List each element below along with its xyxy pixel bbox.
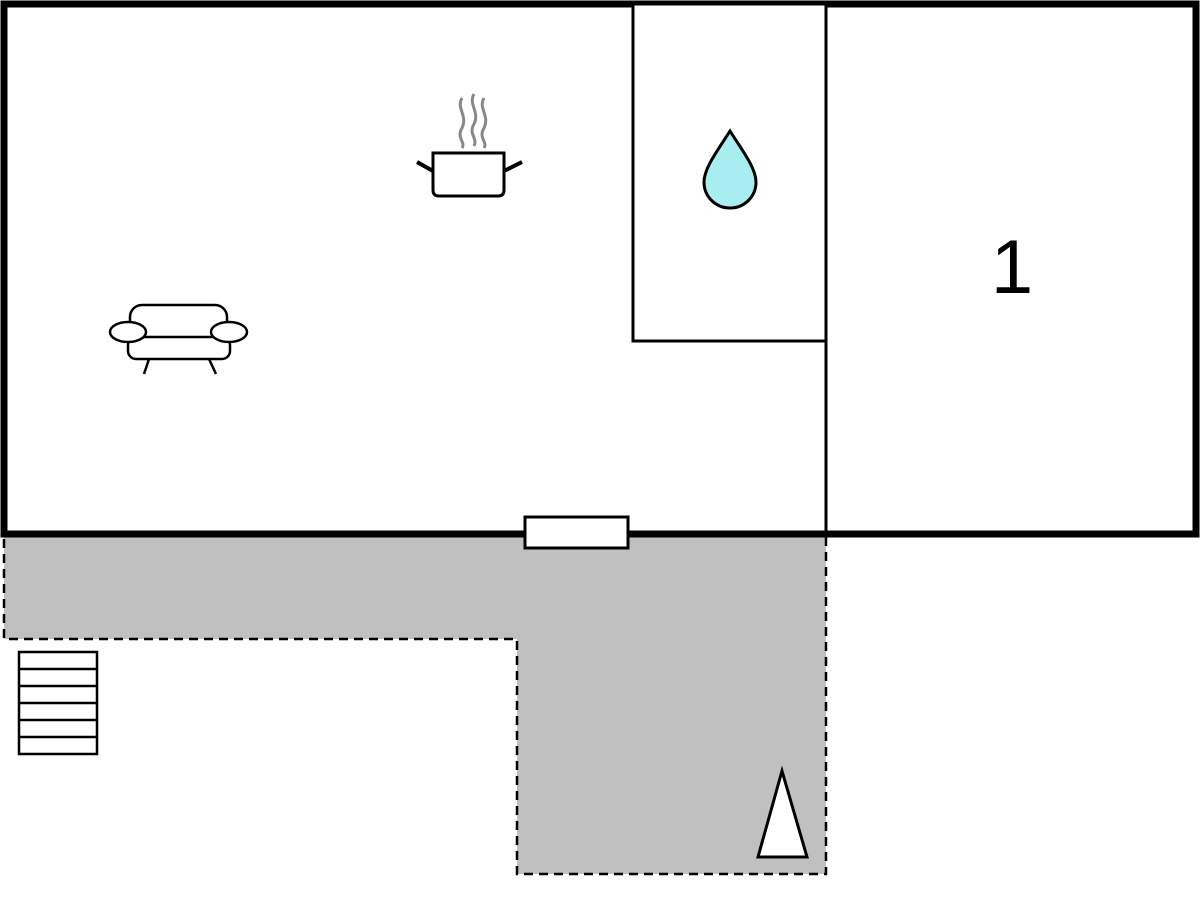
terrace-door (523, 515, 630, 550)
bedroom-number-label: 1 (990, 225, 1034, 310)
water-drop-icon (702, 128, 758, 210)
sofa-icon (108, 303, 249, 375)
tree-icon (756, 765, 809, 859)
terrace-area (2, 532, 828, 876)
stairs-icon (17, 650, 99, 756)
house-outline (0, 0, 1200, 538)
cooking-pot-icon (416, 93, 523, 198)
